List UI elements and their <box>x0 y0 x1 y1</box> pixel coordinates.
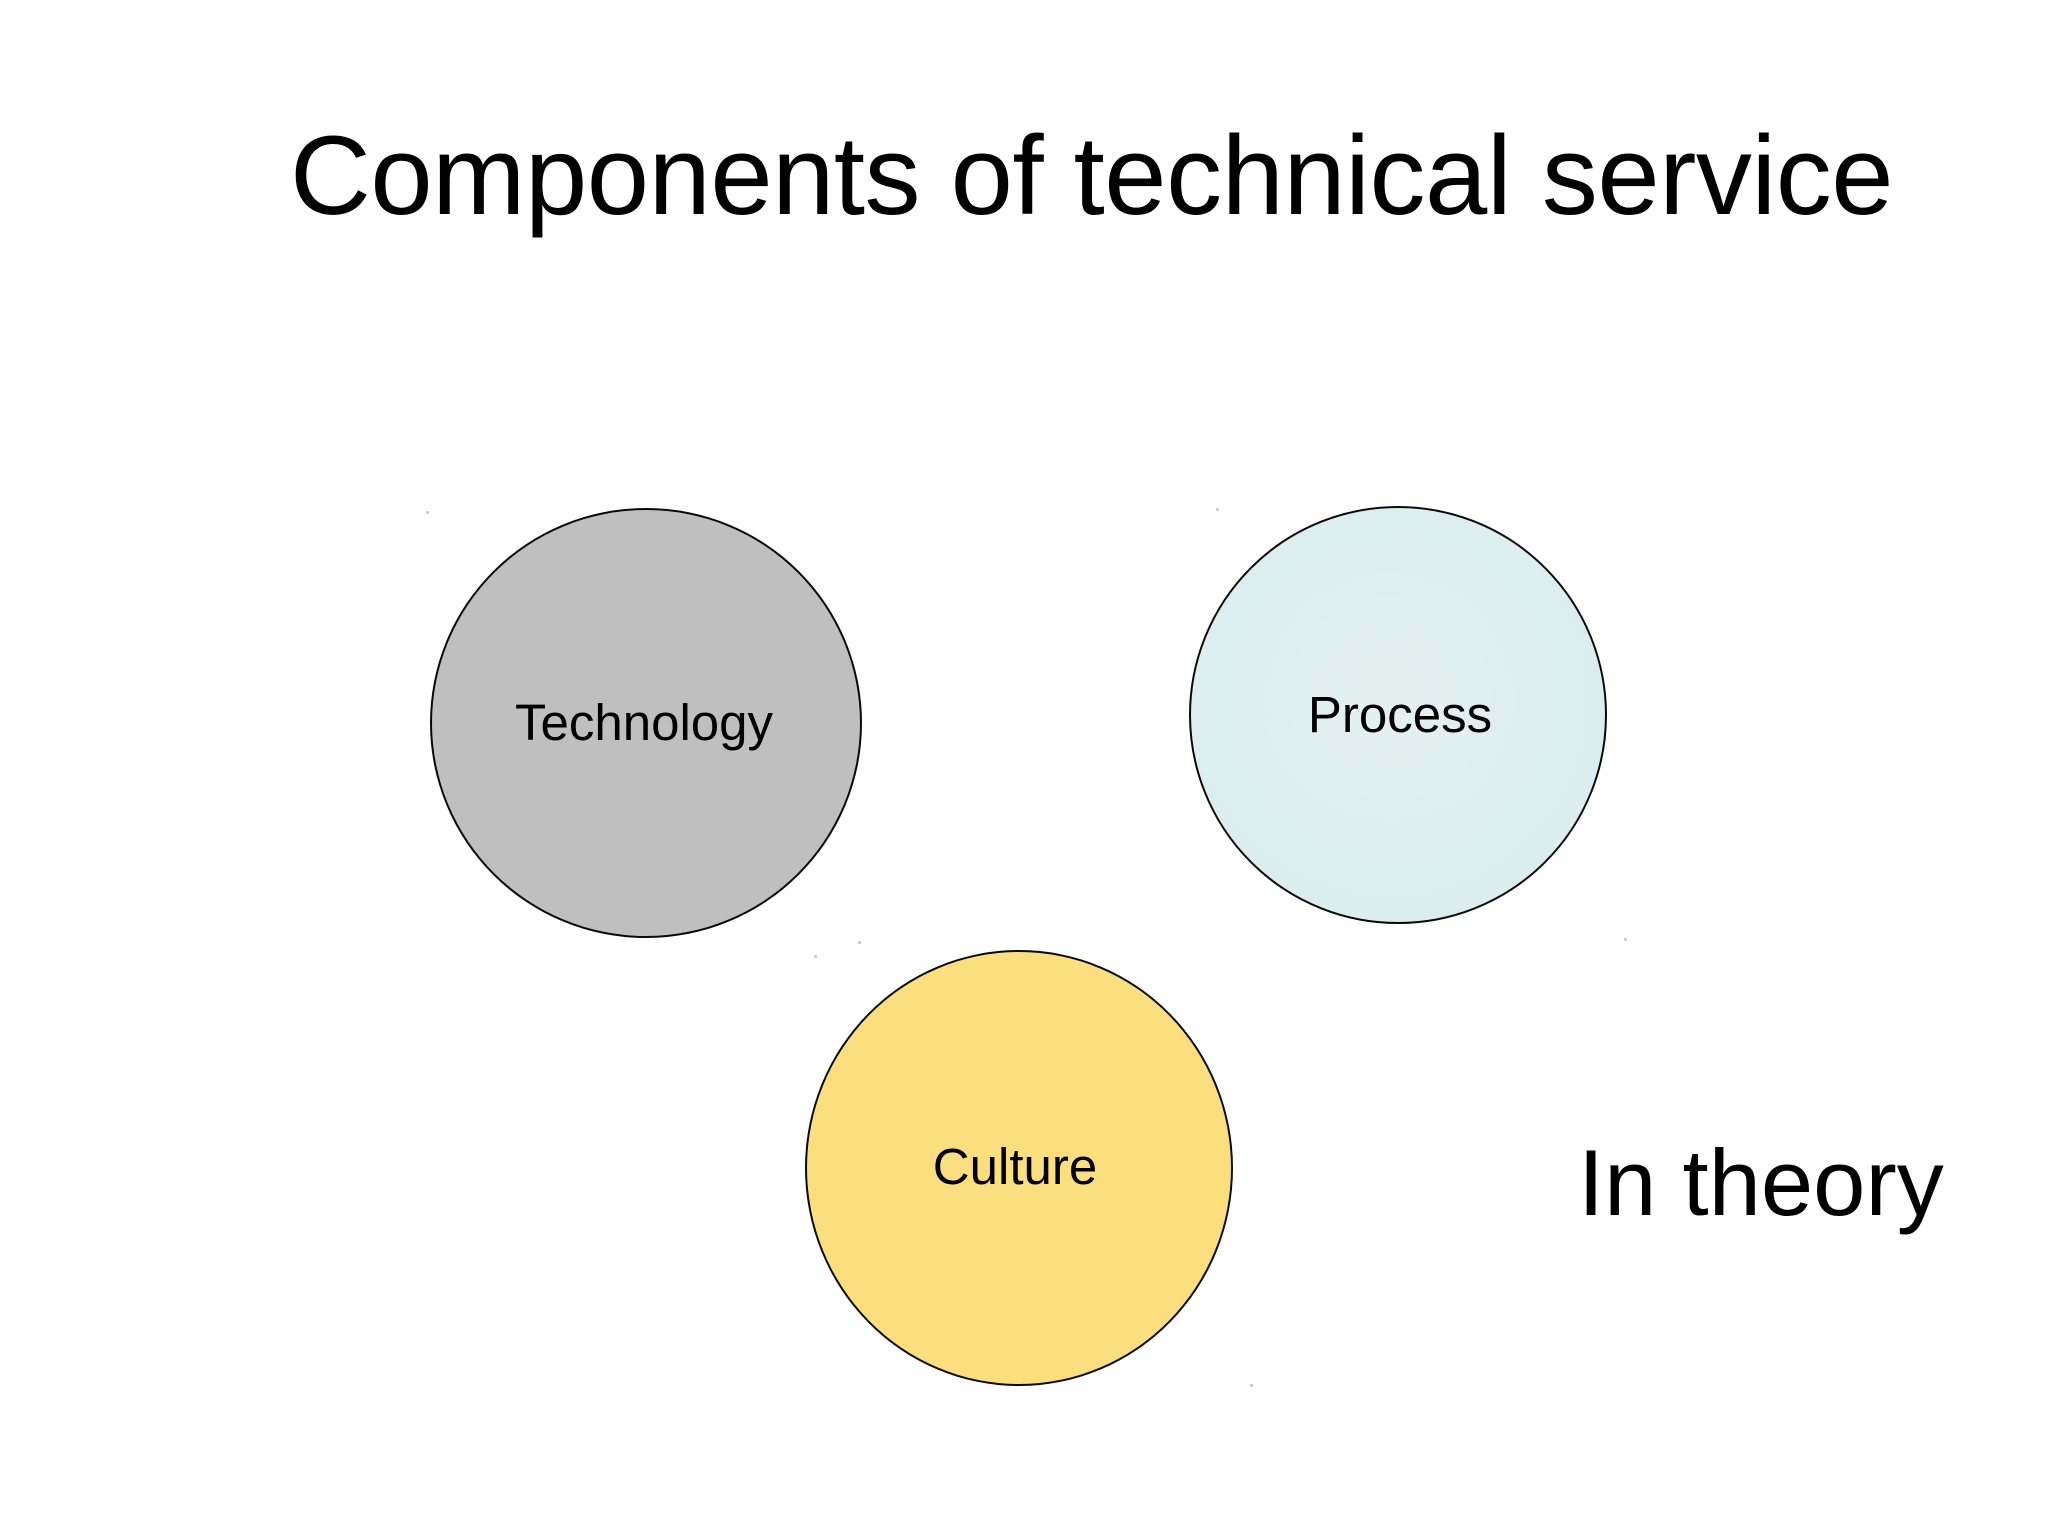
selection-handle-mark <box>858 941 861 944</box>
circle-culture[interactable]: Culture <box>805 950 1233 1386</box>
selection-handle-mark <box>1216 508 1219 511</box>
circle-process[interactable]: Process <box>1189 506 1607 924</box>
circle-process-label: Process <box>1307 685 1493 743</box>
selection-handle-mark <box>426 511 429 514</box>
caption-in-theory: In theory <box>1578 1130 1944 1235</box>
selection-handle-mark <box>1250 1384 1253 1387</box>
page-title: Components of technical service <box>290 113 1894 238</box>
selection-handle-mark <box>814 955 817 958</box>
circle-technology-label: Technology <box>514 693 773 751</box>
selection-handle-mark <box>1624 938 1627 941</box>
circle-technology[interactable]: Technology <box>430 508 862 938</box>
circle-culture-label: Culture <box>932 1137 1098 1195</box>
